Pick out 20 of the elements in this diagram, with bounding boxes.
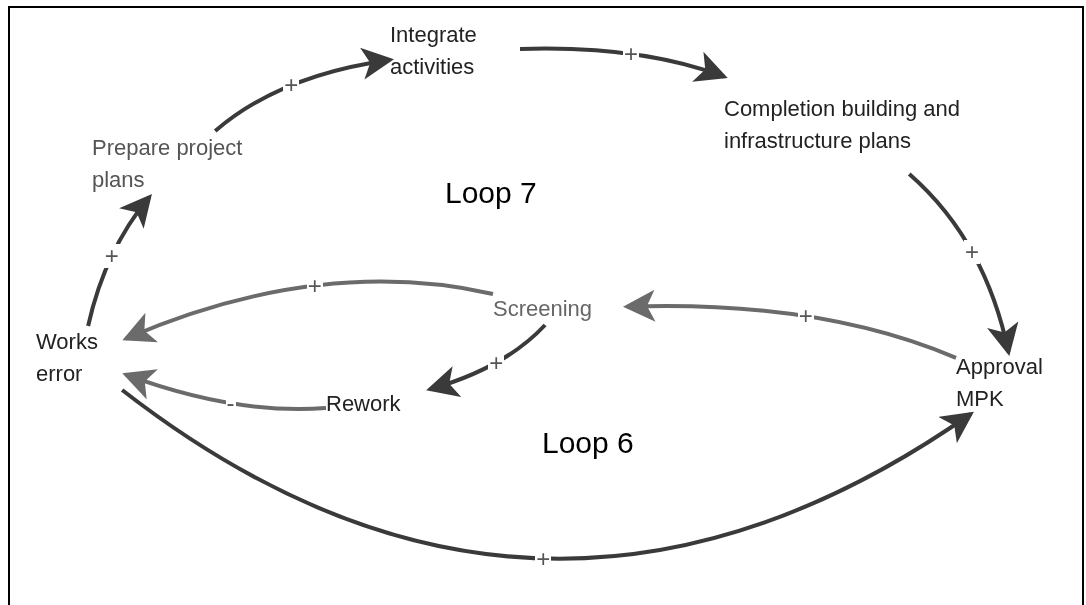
arrow xyxy=(907,172,1018,356)
edge-label: + xyxy=(103,243,120,268)
node-label: Integrate activities xyxy=(390,20,520,82)
loop-label: Loop 7 xyxy=(445,178,537,208)
arrow xyxy=(213,48,394,133)
arrow xyxy=(120,388,974,561)
arrow xyxy=(122,368,327,411)
edge-label: + xyxy=(963,239,980,264)
arrow xyxy=(519,46,728,83)
node-label: Screening xyxy=(493,293,627,325)
node-label: Completion building and infrastructure plans xyxy=(724,76,982,174)
node-label: Approval MPK xyxy=(956,352,1074,414)
arrow xyxy=(426,323,547,397)
node-label: Prepare project plans xyxy=(92,131,262,197)
arrow xyxy=(122,279,494,343)
loop-label: Loop 6 xyxy=(542,428,634,458)
arrow xyxy=(623,290,957,360)
node-label: Works error xyxy=(36,326,126,390)
arrow xyxy=(86,193,152,327)
node-label: Rework xyxy=(326,388,430,420)
